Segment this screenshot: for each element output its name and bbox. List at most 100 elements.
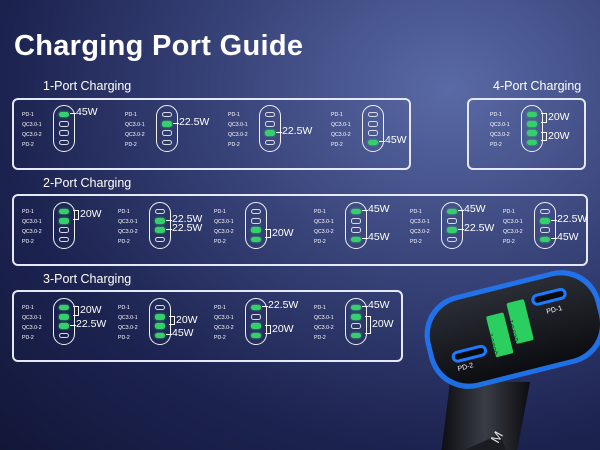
charger-outline-icon	[534, 202, 556, 249]
charger-ring	[464, 434, 506, 450]
port-slot-icon	[447, 218, 457, 224]
active-port-icon	[447, 227, 457, 233]
port-label: PD-1	[118, 209, 130, 215]
wattage-label: 45W	[368, 299, 390, 312]
port-slot-icon	[251, 209, 261, 214]
port-label: QC3.0-2	[118, 229, 138, 235]
port-label: PD-1	[490, 112, 502, 118]
port-pd1-hole	[534, 290, 564, 303]
active-port-icon	[251, 237, 261, 242]
active-port-icon	[251, 305, 261, 310]
wattage-leader-line	[70, 324, 76, 326]
wattage-label: 45W	[172, 327, 194, 340]
wattage-label: 22.5W	[76, 318, 107, 330]
active-port-icon	[351, 209, 361, 214]
port-group-bracket	[73, 210, 79, 220]
wattage-leader-line	[166, 333, 172, 335]
active-port-icon	[447, 209, 457, 214]
active-port-icon	[251, 333, 261, 338]
wattage-leader-line	[458, 228, 464, 230]
port-label: PD-1	[214, 305, 226, 311]
wattage-leader-line	[262, 305, 268, 307]
wattage-label: 45W	[557, 231, 579, 244]
port-group-bracket	[265, 229, 271, 239]
port-label: QC3.0-1	[22, 315, 42, 321]
wattage-label: 22.5W	[268, 299, 299, 312]
active-port-icon	[59, 209, 69, 214]
active-port-icon	[59, 112, 69, 117]
port-slot-icon	[265, 112, 275, 117]
group-box-three-port	[12, 290, 403, 362]
wattage-leader-line	[276, 131, 282, 133]
active-port-icon	[155, 314, 165, 320]
port-label: PD-1	[228, 112, 240, 118]
port-label: QC3.0-1	[118, 315, 138, 321]
active-port-icon	[351, 305, 361, 310]
port-label: PD-1	[331, 112, 343, 118]
port-label: QC3.0-1	[214, 315, 234, 321]
wattage-label: 22.5W	[464, 222, 495, 234]
port-label: PD-2	[22, 335, 34, 341]
port-label: PD-2	[22, 239, 34, 245]
port-label: PD-2	[503, 239, 515, 245]
wattage-label: 22.5W	[172, 222, 203, 234]
port-qc2-insert	[486, 312, 514, 357]
port-label: QC3.0-1	[331, 122, 351, 128]
port-slot-icon	[447, 237, 457, 242]
port-label: QC3.0-1	[125, 122, 145, 128]
port-label: PD-2	[118, 335, 130, 341]
group-box-one-port	[12, 98, 411, 170]
active-port-icon	[155, 333, 165, 338]
port-label: PD-1	[410, 209, 422, 215]
port-label: PD-1	[314, 305, 326, 311]
port-slot-icon	[368, 121, 378, 127]
wattage-label: 45W	[368, 203, 390, 216]
wattage-label: 20W	[548, 111, 570, 124]
active-port-icon	[368, 140, 378, 145]
port-label: PD-2	[228, 142, 240, 148]
charger-outline-icon	[362, 105, 384, 152]
product-label-qc1: QC3.0-1	[508, 319, 519, 343]
port-group-bracket	[541, 132, 547, 142]
active-port-icon	[155, 218, 165, 224]
active-port-icon	[540, 218, 550, 224]
active-port-icon	[351, 333, 361, 338]
wattage-label: 45W	[76, 106, 98, 119]
port-label: PD-2	[410, 239, 422, 245]
charger-outline-icon	[53, 202, 75, 249]
port-label: QC3.0-2	[22, 325, 42, 331]
port-label: PD-1	[314, 209, 326, 215]
port-label: PD-1	[214, 209, 226, 215]
port-slot-icon	[162, 140, 172, 145]
port-label: PD-1	[22, 112, 34, 118]
port-label: QC3.0-1	[490, 122, 510, 128]
charger-outline-icon	[345, 298, 367, 345]
active-port-icon	[351, 314, 361, 320]
active-port-icon	[251, 227, 261, 233]
port-slot-icon	[162, 112, 172, 117]
port-label: QC3.0-2	[410, 229, 430, 235]
charger-shaft	[441, 382, 530, 450]
port-slot-icon	[59, 227, 69, 233]
product-label-pd1: PD-1	[546, 305, 563, 316]
port-group-bracket	[73, 306, 79, 316]
active-port-icon	[59, 305, 69, 310]
port-label: PD-1	[503, 209, 515, 215]
port-label: QC3.0-1	[314, 219, 334, 225]
wattage-leader-line	[379, 140, 385, 142]
wattage-leader-line	[166, 219, 172, 221]
active-port-icon	[527, 130, 537, 136]
port-label: PD-2	[331, 142, 343, 148]
port-slot-icon	[155, 237, 165, 242]
active-port-icon	[540, 237, 550, 242]
port-group-bracket	[365, 316, 371, 335]
port-label: QC3.0-2	[22, 229, 42, 235]
port-slot-icon	[59, 140, 69, 145]
